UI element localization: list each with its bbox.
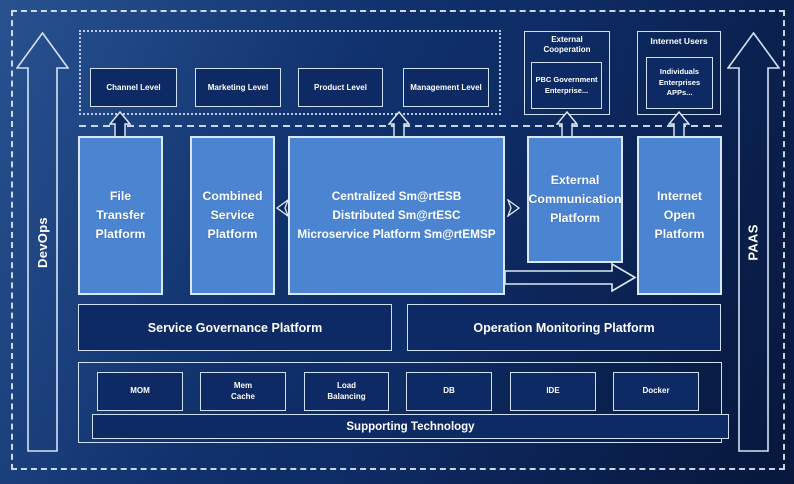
internet-users-entities: Individuals Enterprises APPs... (658, 67, 701, 98)
right-arrow-icon (507, 199, 520, 217)
tech-box-load-balancing: Load Balancing (304, 372, 389, 411)
service-governance-platform: Service Governance Platform (78, 304, 392, 351)
external-cooperation-title: External Cooperation (543, 35, 591, 55)
external-cooperation-entities: PBC Government Enterprise... (535, 75, 598, 95)
devops-label: DevOps (35, 216, 50, 268)
supporting-technology-banner: Supporting Technology (92, 414, 729, 439)
levels-container (79, 30, 501, 115)
level-box-marketing: Marketing Level (195, 68, 281, 107)
tech-box-ide: IDE (510, 372, 596, 411)
left-arrow-icon (276, 199, 289, 217)
tech-label: DB (443, 386, 455, 396)
tech-label: Mem Cache (230, 380, 255, 401)
level-box-product: Product Level (298, 68, 383, 107)
governance-label: Service Governance Platform (147, 320, 323, 335)
up-arrow-icon (556, 111, 578, 139)
up-arrow-icon (388, 111, 410, 139)
supporting-technology-label: Supporting Technology (346, 420, 475, 433)
up-arrow-icon (109, 111, 131, 139)
tech-label: Load Balancing (327, 380, 366, 401)
governance-label: Operation Monitoring Platform (473, 320, 655, 335)
platform-label: External Communication Platform (528, 172, 622, 226)
outer-dashed-frame (11, 10, 785, 470)
up-arrow-icon (668, 111, 690, 139)
external-cooperation-entities-box: PBC Government Enterprise... (531, 62, 602, 109)
devops-arrow: DevOps (16, 32, 69, 452)
tech-box-db: DB (406, 372, 492, 411)
level-label: Management Level (410, 83, 482, 92)
flow-arrow-icon (505, 263, 637, 292)
up-block-arrow-icon (727, 32, 780, 452)
internet-users-box: Internet Users Individuals Enterprises A… (637, 31, 721, 115)
platform-external-communication: External Communication Platform (527, 136, 623, 263)
level-box-management: Management Level (403, 68, 489, 107)
paas-label: PAAS (745, 223, 761, 261)
operation-monitoring-platform: Operation Monitoring Platform (407, 304, 721, 351)
platform-file-transfer: File Transfer Platform (78, 136, 163, 295)
tech-label: IDE (546, 386, 560, 396)
up-block-arrow-icon (16, 32, 69, 452)
platform-central-esb: Centralized Sm@rtESB Distributed Sm@rtES… (288, 136, 505, 295)
tech-box-mem-cache: Mem Cache (200, 372, 286, 411)
platform-label: File Transfer Platform (95, 188, 146, 242)
tech-label: MOM (130, 386, 150, 396)
level-label: Channel Level (106, 83, 161, 92)
internet-users-entities-box: Individuals Enterprises APPs... (646, 57, 713, 109)
platform-internet-open: Internet Open Platform (637, 136, 722, 295)
platform-label: Combined Service Platform (202, 188, 263, 242)
tech-box-docker: Docker (613, 372, 699, 411)
supporting-container (78, 362, 722, 443)
platform-label: Centralized Sm@rtESB Distributed Sm@rtES… (297, 189, 496, 241)
external-cooperation-box: External Cooperation PBC Government Ente… (524, 31, 610, 115)
level-label: Marketing Level (207, 83, 269, 92)
level-box-channel: Channel Level (90, 68, 177, 107)
platform-label: Internet Open Platform (654, 188, 705, 242)
platform-combined-service: Combined Service Platform (190, 136, 275, 295)
internet-users-title: Internet Users (650, 36, 708, 46)
paas-arrow: PAAS (727, 32, 780, 452)
level-label: Product Level (314, 83, 367, 92)
tech-label: Docker (642, 386, 670, 396)
tech-box-mom: MOM (97, 372, 183, 411)
